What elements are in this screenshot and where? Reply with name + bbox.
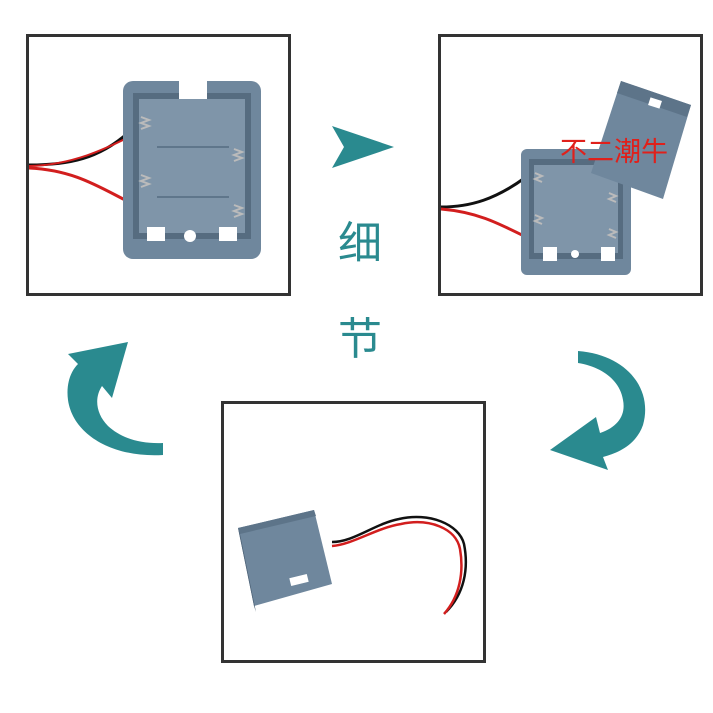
curved-up-arrow-icon — [67, 342, 163, 456]
caption-char-1: 细 — [338, 218, 382, 269]
photo-lid-opening — [438, 34, 703, 296]
right-arrow-icon — [332, 126, 394, 168]
caption-char-2: 节 — [338, 314, 382, 365]
curved-down-arrow-icon — [550, 351, 646, 470]
photo-closed-box — [221, 401, 486, 663]
photo-open-battery-box — [26, 34, 291, 296]
watermark-text: 不二潮牛 — [560, 137, 668, 168]
